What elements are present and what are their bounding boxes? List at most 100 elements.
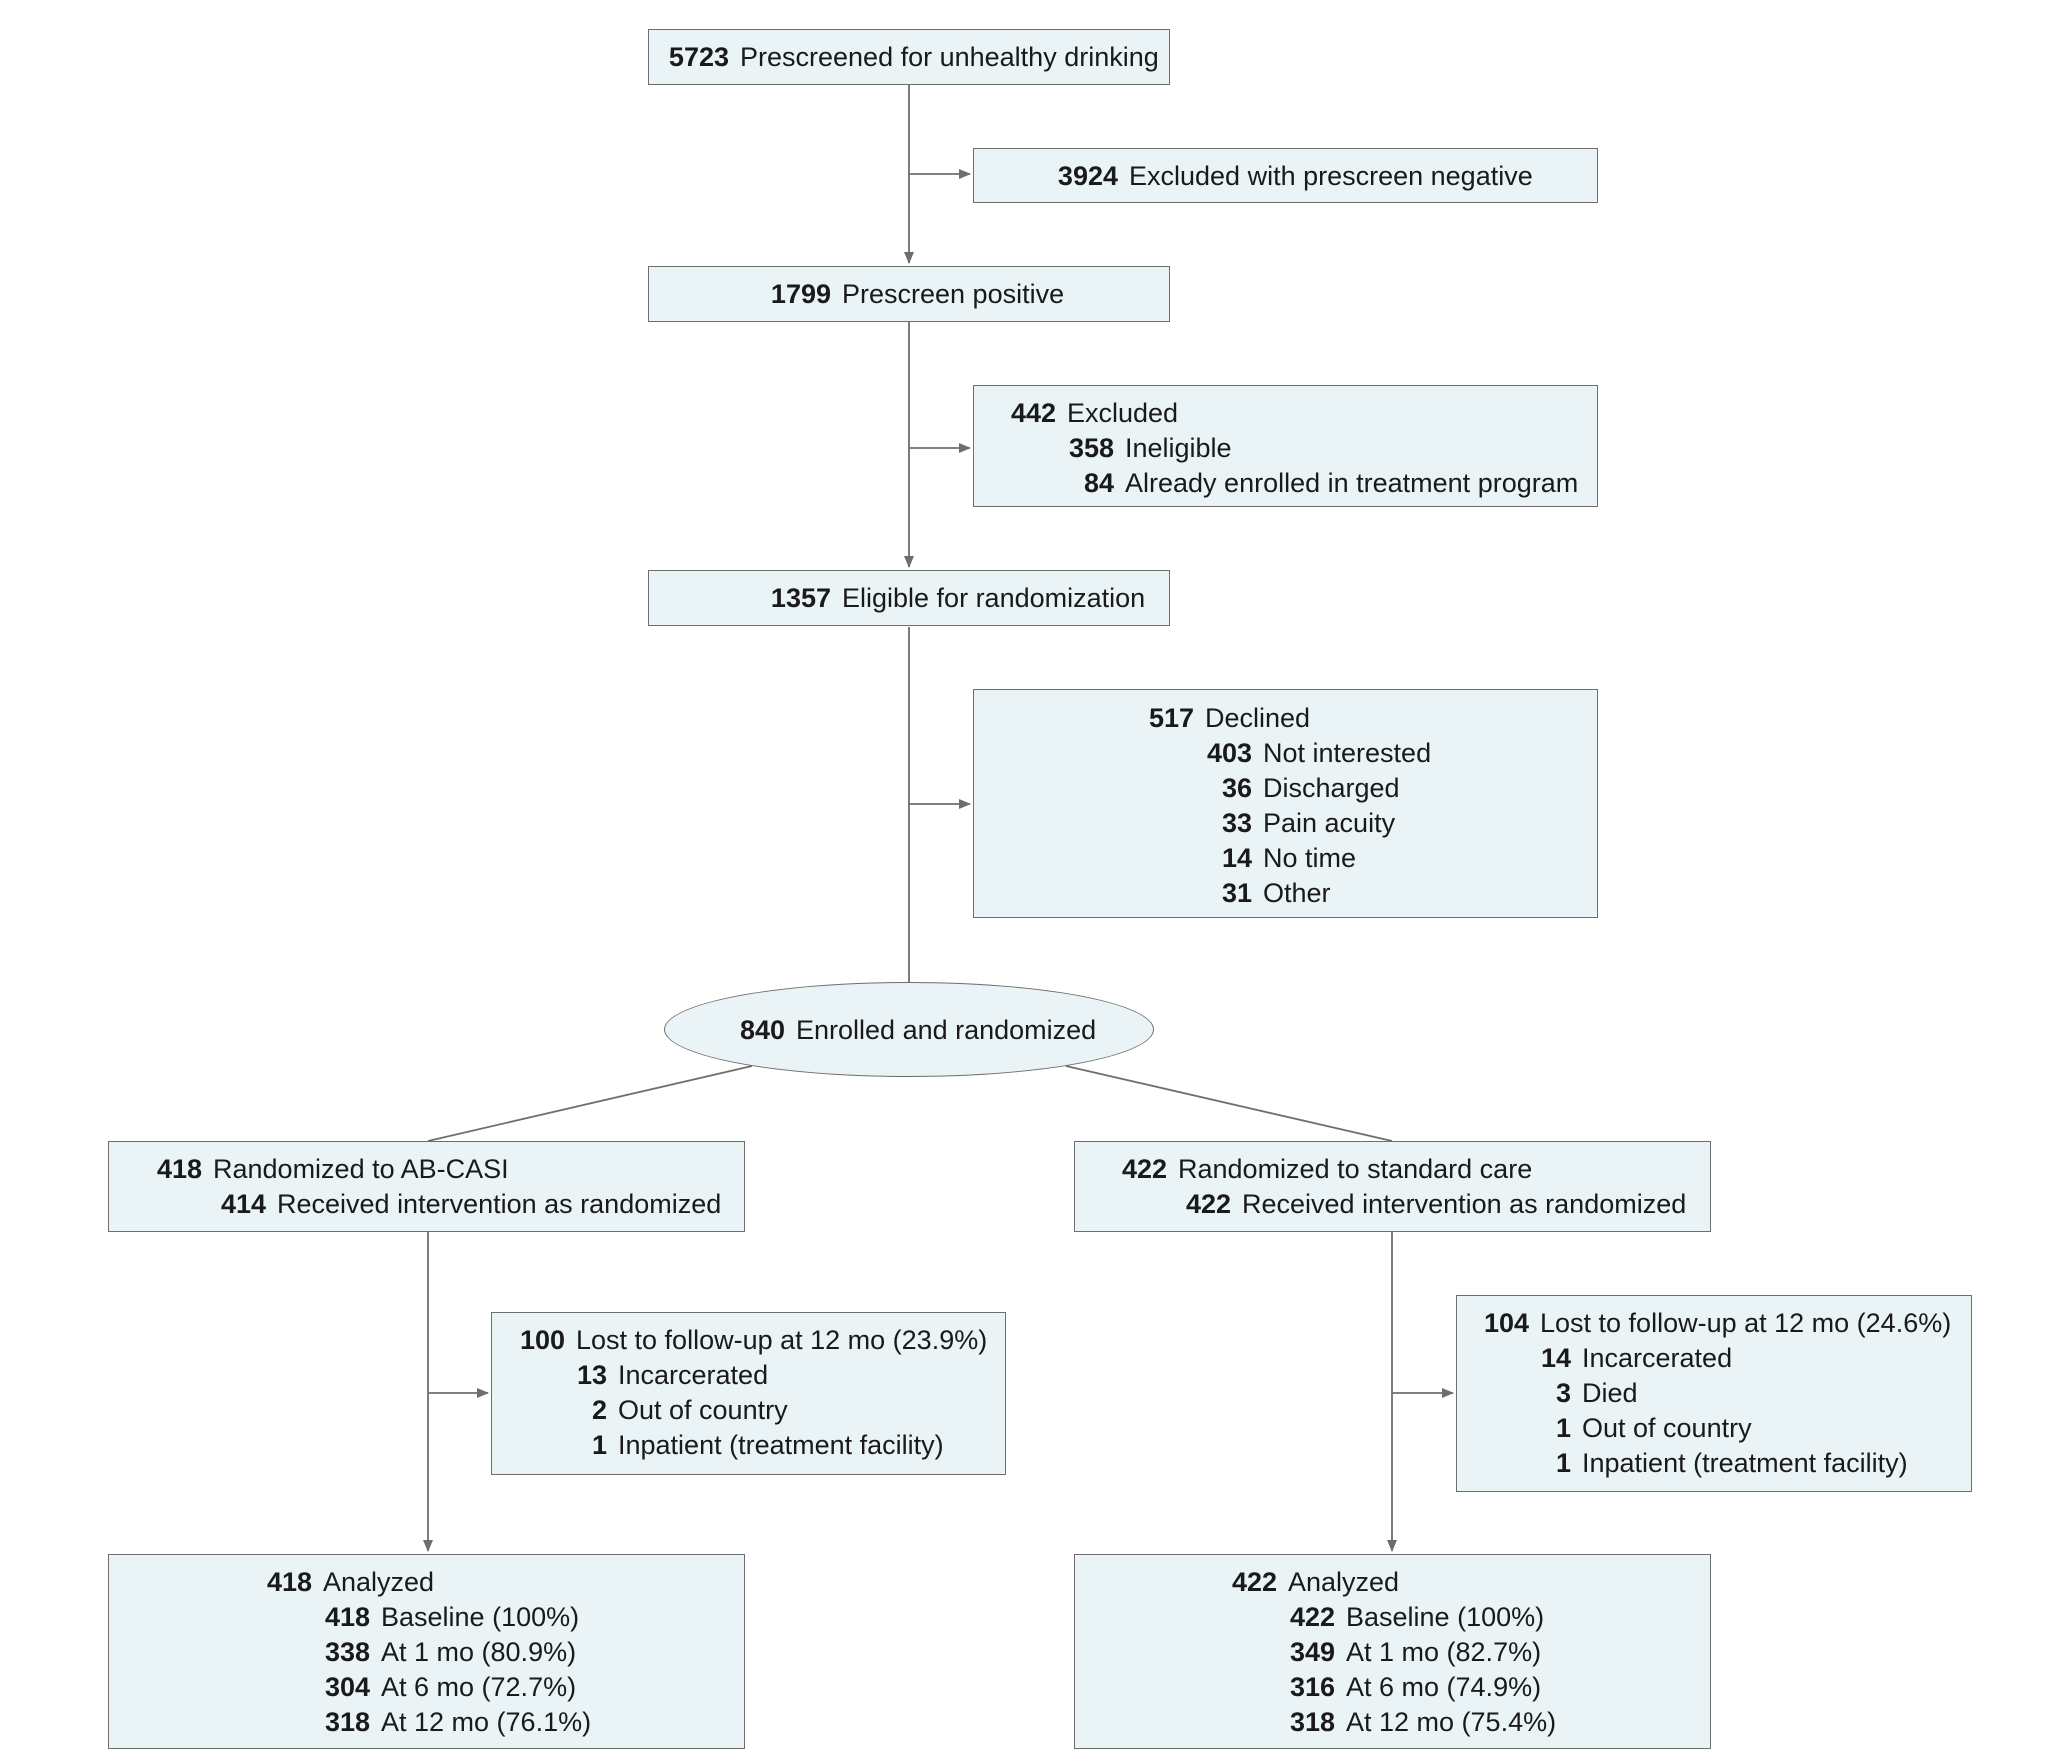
excluded-prescreen-label: Excluded with prescreen negative <box>1129 161 1533 191</box>
abcasi-item-label: Received intervention as randomized <box>277 1189 722 1219</box>
declined-item: 33 Pain acuity <box>1197 806 1395 841</box>
line-enrolled-to-standard <box>1065 1065 1393 1142</box>
enrolled-label: Enrolled and randomized <box>796 1015 1097 1045</box>
analyzed-abcasi-item: 304 At 6 mo (72.7%) <box>322 1670 576 1705</box>
analyzed-abcasi-item-count: 338 <box>324 1637 370 1667</box>
standard-item-label: Received intervention as randomized <box>1242 1189 1687 1219</box>
analyzed-standard-item-count: 316 <box>1289 1672 1335 1702</box>
analyzed-abcasi-row: 418 Analyzed <box>264 1565 434 1600</box>
analyzed-abcasi-item-count: 304 <box>324 1672 370 1702</box>
excluded-item-label: Ineligible <box>1125 433 1232 463</box>
prescreened-count: 5723 <box>668 42 729 72</box>
analyzed-abcasi-label: Analyzed <box>323 1567 435 1597</box>
prescreened-box: 5723 Prescreened for unhealthy drinking <box>648 29 1170 85</box>
lost-standard-item-label: Died <box>1582 1378 1638 1408</box>
declined-item-label: No time <box>1263 843 1357 873</box>
abcasi-item-count: 414 <box>220 1189 266 1219</box>
abcasi-count: 418 <box>156 1154 202 1184</box>
lost-standard-item: 3 Died <box>1523 1376 1638 1411</box>
declined-item-count: 31 <box>1221 878 1252 908</box>
eligible-count: 1357 <box>770 583 831 613</box>
declined-count: 517 <box>1148 703 1194 733</box>
analyzed-abcasi-item-label: Baseline (100%) <box>381 1602 580 1632</box>
declined-item-count: 36 <box>1221 773 1252 803</box>
standard-box: 422 Randomized to standard care 422 Receiv… <box>1074 1141 1711 1232</box>
declined-item-label: Not interested <box>1263 738 1432 768</box>
analyzed-abcasi-item: 318 At 12 mo (76.1%) <box>322 1705 591 1740</box>
enrolled-count: 840 <box>739 1015 785 1045</box>
eligible-box: 1357 Eligible for randomization <box>648 570 1170 626</box>
lost-standard-label: Lost to follow-up at 12 mo (24.6%) <box>1540 1308 1952 1338</box>
lost-abcasi-item-count: 1 <box>591 1430 607 1460</box>
lost-standard-item-label: Out of country <box>1582 1413 1752 1443</box>
analyzed-standard-item-count: 349 <box>1289 1637 1335 1667</box>
excluded-prescreen-count: 3924 <box>1057 161 1118 191</box>
lost-abcasi-item: 1 Inpatient (treatment facility) <box>559 1428 944 1463</box>
lost-abcasi-item-label: Out of country <box>618 1395 788 1425</box>
positive-box: 1799 Prescreen positive <box>648 266 1170 322</box>
eligible-row: 1357 Eligible for randomization <box>767 581 1145 616</box>
analyzed-standard-item-label: At 6 mo (74.9%) <box>1346 1672 1542 1702</box>
prescreened-label: Prescreened for unhealthy drinking <box>740 42 1159 72</box>
line-enrolled-to-abcasi <box>427 1065 753 1142</box>
analyzed-standard-item-label: At 12 mo (75.4%) <box>1346 1707 1557 1737</box>
eligible-label: Eligible for randomization <box>842 583 1146 613</box>
analyzed-abcasi-count: 418 <box>266 1567 312 1597</box>
excluded-item-count: 358 <box>1068 433 1114 463</box>
analyzed-abcasi-item-count: 418 <box>324 1602 370 1632</box>
positive-count: 1799 <box>770 279 831 309</box>
standard-item: 422 Received intervention as randomized <box>1183 1187 1686 1222</box>
analyzed-standard-item-count: 422 <box>1289 1602 1335 1632</box>
analyzed-abcasi-item-label: At 6 mo (72.7%) <box>381 1672 577 1702</box>
enrolled-ellipse: 840 Enrolled and randomized <box>664 982 1154 1077</box>
lost-standard-item: 14 Incarcerated <box>1523 1341 1732 1376</box>
lost-abcasi-item: 2 Out of country <box>559 1393 788 1428</box>
declined-item: 36 Discharged <box>1197 771 1400 806</box>
standard-label: Randomized to standard care <box>1178 1154 1533 1184</box>
analyzed-standard-label: Analyzed <box>1288 1567 1400 1597</box>
lost-abcasi-box: 100 Lost to follow-up at 12 mo (23.9%) 13… <box>491 1312 1006 1475</box>
lost-standard-item-count: 1 <box>1555 1448 1571 1478</box>
analyzed-abcasi-item-count: 318 <box>324 1707 370 1737</box>
lost-abcasi-label: Lost to follow-up at 12 mo (23.9%) <box>576 1325 988 1355</box>
excluded-count: 442 <box>1010 398 1056 428</box>
lost-abcasi-item-label: Incarcerated <box>618 1360 769 1390</box>
excluded-item: 358 Ineligible <box>1059 431 1232 466</box>
lost-abcasi-item-count: 13 <box>576 1360 607 1390</box>
declined-item-count: 33 <box>1221 808 1252 838</box>
positive-label: Prescreen positive <box>842 279 1065 309</box>
declined-item-count: 14 <box>1221 843 1252 873</box>
prescreened-row: 5723 Prescreened for unhealthy drinking <box>665 40 1159 75</box>
lost-standard-item-label: Incarcerated <box>1582 1343 1733 1373</box>
lost-abcasi-item-count: 2 <box>591 1395 607 1425</box>
lost-abcasi-item: 13 Incarcerated <box>559 1358 768 1393</box>
lost-abcasi-item-label: Inpatient (treatment facility) <box>618 1430 944 1460</box>
lost-standard-item-count: 3 <box>1555 1378 1571 1408</box>
lost-abcasi-count: 100 <box>519 1325 565 1355</box>
analyzed-abcasi-item-label: At 12 mo (76.1%) <box>381 1707 592 1737</box>
lost-standard-item-count: 14 <box>1540 1343 1571 1373</box>
declined-item-label: Pain acuity <box>1263 808 1396 838</box>
declined-item-label: Discharged <box>1263 773 1400 803</box>
excluded-prescreen-row: 3924 Excluded with prescreen negative <box>1054 159 1533 194</box>
excluded-prescreen-box: 3924 Excluded with prescreen negative <box>973 148 1598 203</box>
analyzed-standard-item-count: 318 <box>1289 1707 1335 1737</box>
analyzed-abcasi-item: 418 Baseline (100%) <box>322 1600 579 1635</box>
standard-item-count: 422 <box>1185 1189 1231 1219</box>
analyzed-standard-item: 318 At 12 mo (75.4%) <box>1287 1705 1556 1740</box>
